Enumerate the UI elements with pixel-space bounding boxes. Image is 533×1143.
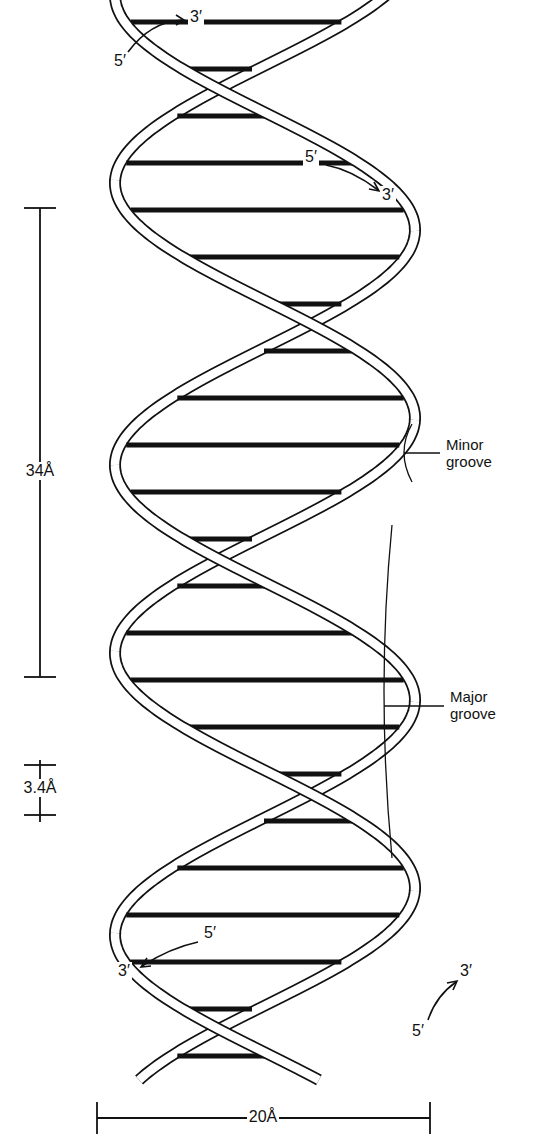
strand-arrow — [428, 982, 456, 1020]
strand-outline — [115, 180, 415, 420]
strand-ribbon — [115, 651, 415, 891]
base-pair — [189, 725, 400, 730]
diagram-label: 5′ — [202, 924, 218, 942]
strand-outline — [115, 651, 415, 891]
strand-ribbon — [115, 228, 415, 468]
diagram-label: Major groove — [448, 688, 516, 723]
arrow-head — [141, 958, 151, 967]
strand-outline — [115, 0, 415, 231]
arrow-head — [447, 981, 457, 990]
groove-leaders — [384, 424, 444, 858]
strand-outline — [115, 699, 415, 936]
base-pair — [264, 819, 353, 824]
dimension-tick — [24, 676, 56, 678]
diagram-label: 3′ — [380, 186, 396, 204]
base-pair — [177, 1054, 266, 1059]
double-helix — [115, 0, 415, 1080]
strand-ribbon — [115, 417, 415, 654]
base-pair — [189, 67, 252, 72]
dimension-tick — [24, 764, 56, 766]
diagram-label: Minor groove — [444, 436, 512, 471]
dimension-tick — [24, 207, 56, 209]
base-pair — [131, 490, 342, 495]
diagram-label: 3′ — [458, 962, 474, 980]
leader-line — [384, 705, 444, 706]
arrow-head — [369, 182, 379, 191]
arrow-head — [176, 15, 184, 25]
dimension-bars — [24, 208, 430, 1134]
base-pair — [126, 913, 399, 918]
diagram-label: 5′ — [303, 148, 319, 166]
diagram-label: 3.4Å — [22, 779, 59, 797]
base-pair — [126, 443, 399, 448]
dimension-tick — [429, 1102, 431, 1134]
dimension-tick — [24, 814, 56, 816]
diagram-label: 3′ — [188, 8, 204, 26]
strand-arrow — [142, 942, 198, 966]
base-pair — [177, 866, 403, 871]
diagram-label: 3′ — [116, 962, 132, 980]
base-pair — [177, 396, 403, 401]
strand-ribbon — [115, 465, 415, 702]
strand-arrow — [326, 165, 378, 190]
base-pair — [131, 208, 404, 213]
strand-arrow — [128, 20, 182, 52]
diagram-label: 5′ — [112, 52, 128, 70]
base-pair — [177, 584, 266, 589]
base-pair — [177, 114, 266, 119]
strand-outline — [115, 228, 415, 468]
base-pair — [131, 678, 404, 683]
direction-arrows — [128, 15, 457, 1020]
strand-ribbon — [115, 0, 415, 231]
base-pair — [126, 631, 352, 636]
diagram-label: 20Å — [247, 1108, 279, 1126]
strand-outline — [115, 933, 319, 1080]
dimension-tick — [96, 1102, 98, 1134]
strand-ribbon — [115, 933, 319, 1080]
strand-ribbon — [115, 180, 415, 420]
base-pair — [189, 1007, 252, 1012]
strand-outline — [115, 465, 415, 702]
groove-bracket — [384, 525, 392, 858]
base-pair — [131, 960, 342, 965]
leader-line — [404, 452, 440, 453]
base-pair — [189, 537, 252, 542]
strand-ribbon — [115, 699, 415, 936]
diagram-label: 5′ — [410, 1022, 426, 1040]
diagram-label: 34Å — [24, 462, 56, 480]
dimension-line — [39, 208, 41, 677]
base-pair — [189, 255, 400, 260]
strand-outline — [115, 417, 415, 654]
base-pair — [264, 349, 353, 354]
